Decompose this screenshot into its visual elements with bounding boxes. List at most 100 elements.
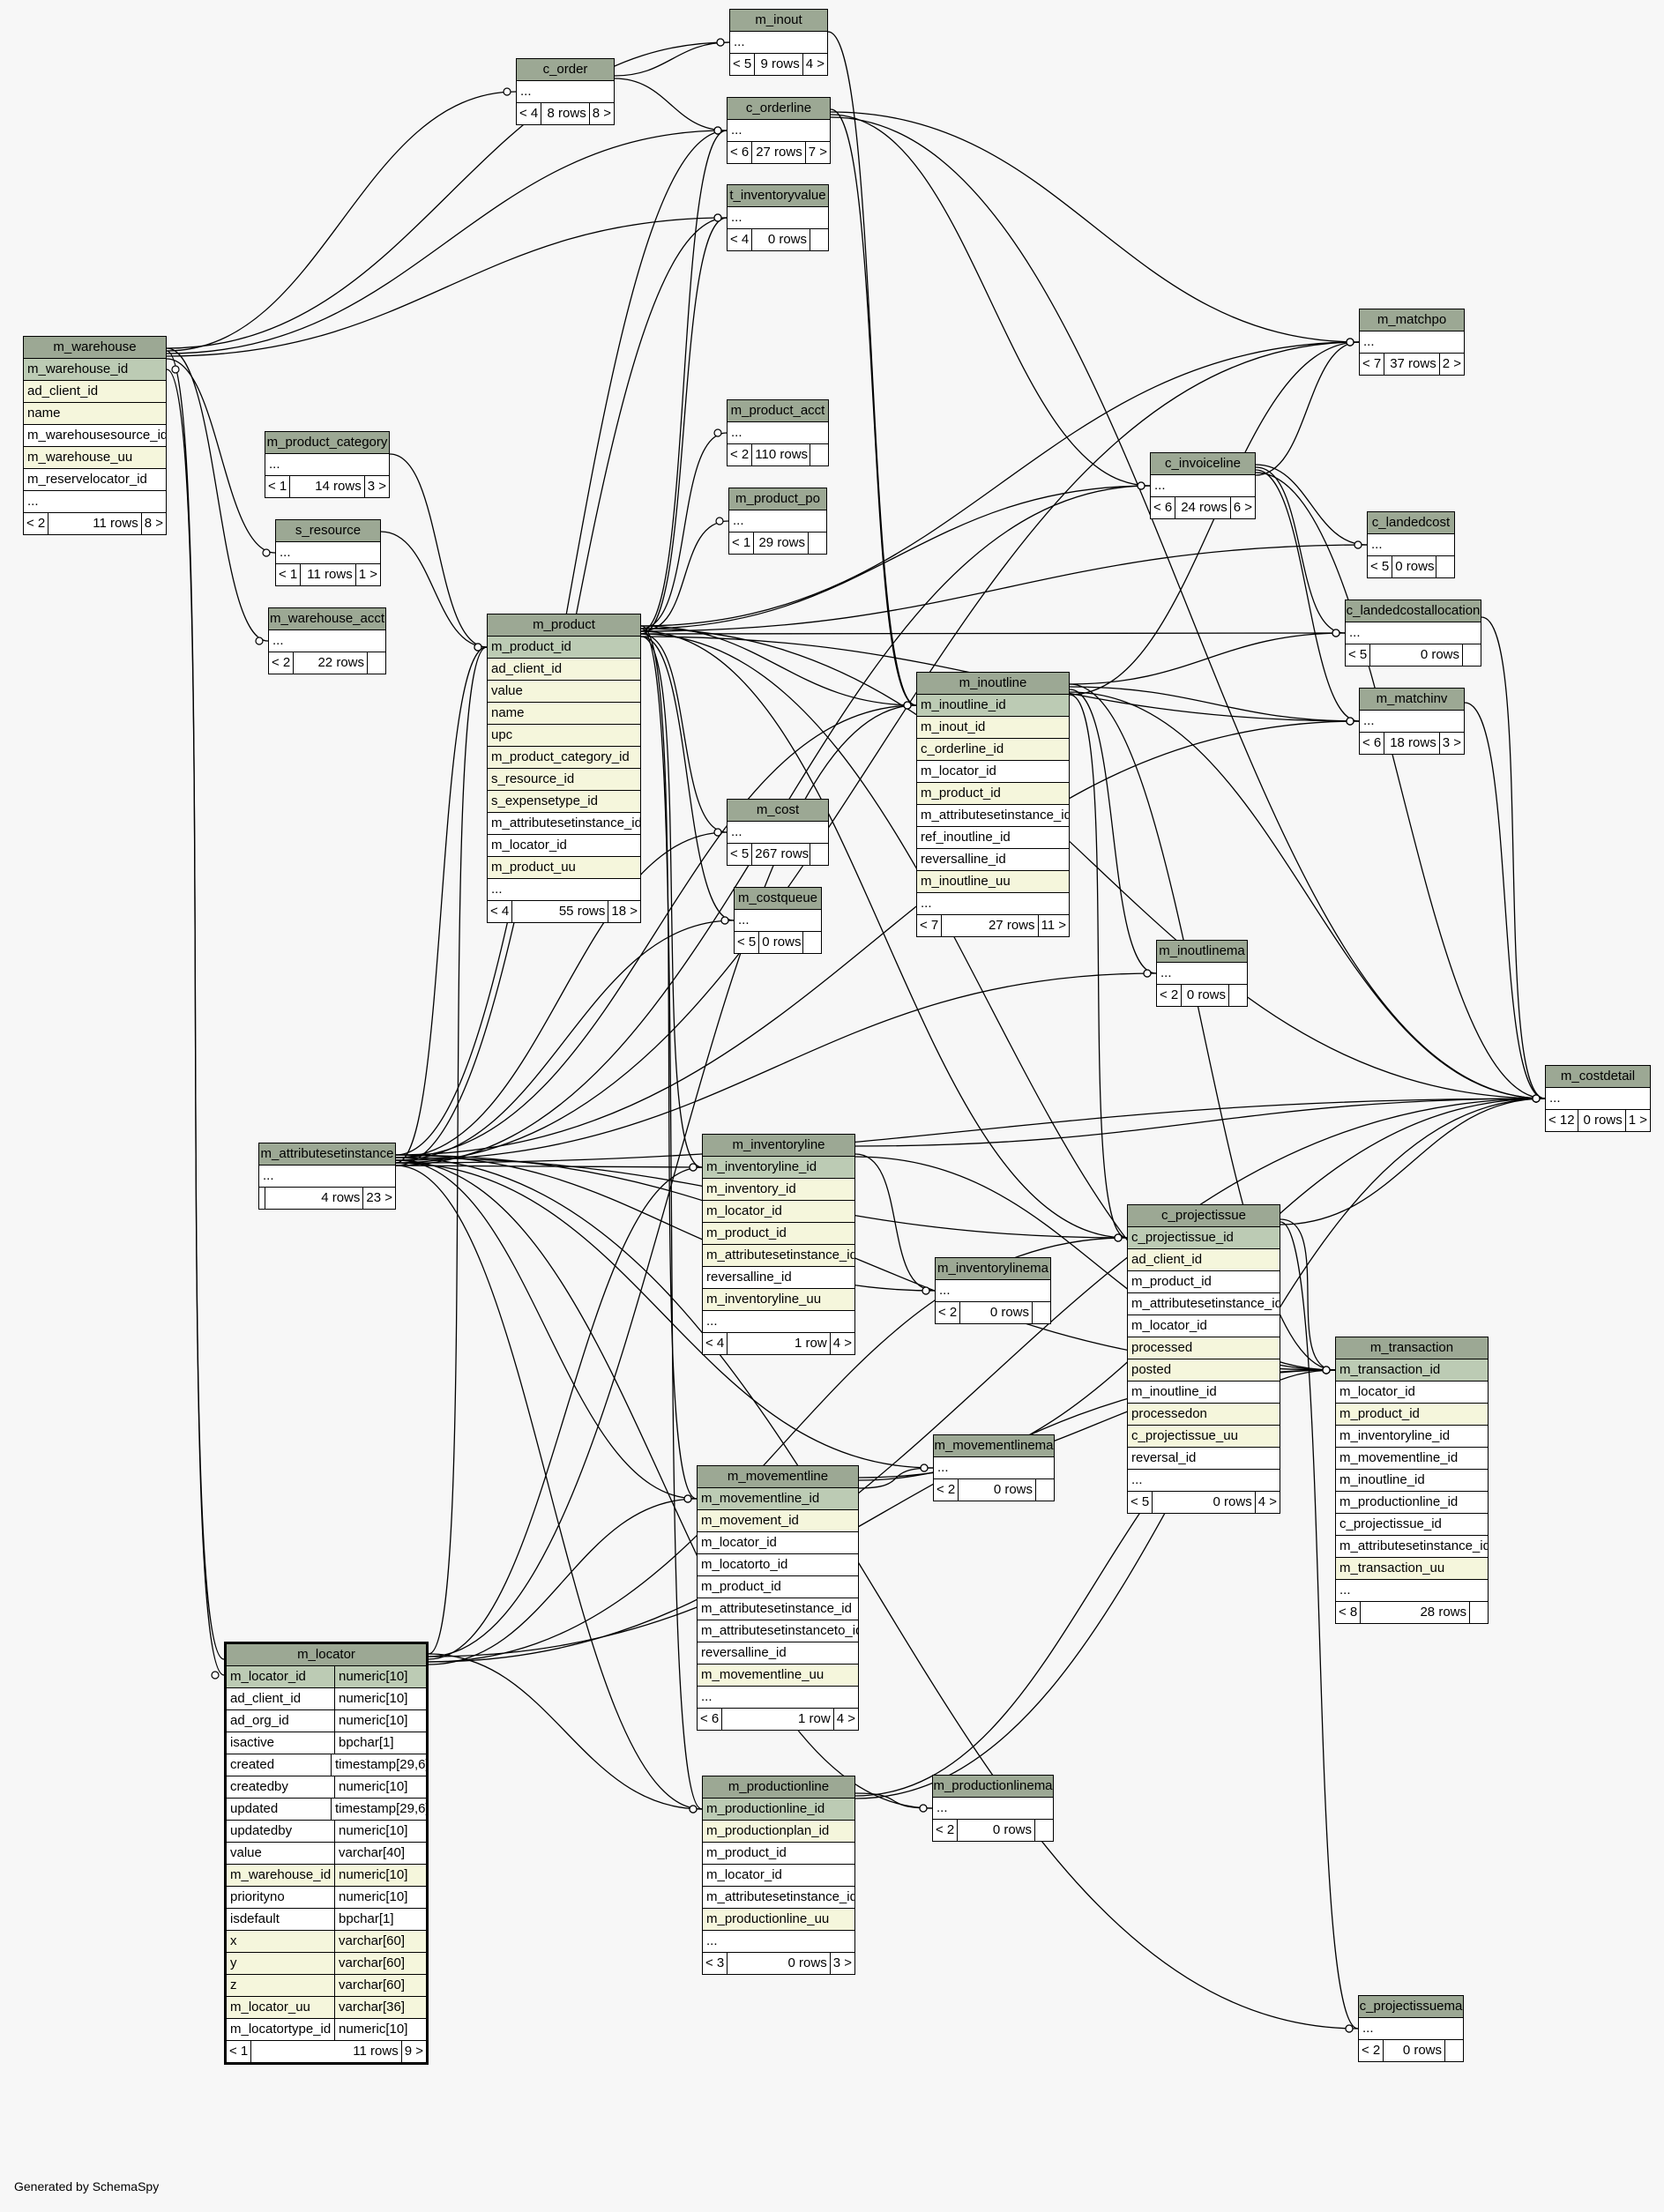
table-column[interactable]: m_locator_id: [488, 835, 640, 857]
table-column[interactable]: ad_client_id: [1128, 1249, 1280, 1271]
table-column[interactable]: ...: [1368, 534, 1454, 556]
table-column[interactable]: m_movement_id: [698, 1510, 858, 1532]
table-title[interactable]: m_movementline: [698, 1466, 858, 1488]
table-title[interactable]: m_matchinv: [1360, 689, 1464, 711]
parents-count[interactable]: < 2: [1157, 985, 1183, 1006]
table-column[interactable]: m_locator_id: [703, 1865, 854, 1887]
table-column[interactable]: ...: [728, 822, 828, 844]
table-title[interactable]: c_invoiceline: [1151, 453, 1255, 475]
parents-count[interactable]: < 5: [730, 54, 756, 75]
table-title[interactable]: m_locator: [227, 1644, 426, 1666]
table-column[interactable]: c_projectissue_uu: [1128, 1426, 1280, 1448]
table-title[interactable]: m_inventoryline: [703, 1135, 854, 1157]
table-title[interactable]: m_movementlinema: [934, 1435, 1054, 1457]
table-column[interactable]: m_attributesetinstanceto_id: [698, 1620, 858, 1642]
children-count[interactable]: 9 >: [404, 2044, 423, 2059]
table-column[interactable]: ...: [728, 422, 828, 444]
children-count[interactable]: [1463, 644, 1481, 666]
table-column[interactable]: ...: [488, 879, 640, 901]
table-column[interactable]: m_attributesetinstance_id: [698, 1598, 858, 1620]
table-column[interactable]: ...: [1359, 2018, 1463, 2040]
parents-count[interactable]: < 2: [1359, 2040, 1384, 2061]
table-column[interactable]: ad_client_id: [488, 659, 640, 681]
children-count[interactable]: [1445, 2040, 1463, 2061]
table-column[interactable]: m_locator_id: [698, 1532, 858, 1554]
table-column[interactable]: m_locatorto_id: [698, 1554, 858, 1576]
table-column[interactable]: ...: [728, 207, 828, 229]
children-count[interactable]: 7 >: [808, 145, 827, 160]
table-column[interactable]: m_warehouse_uu: [24, 447, 166, 469]
table-column[interactable]: m_inoutline_uu: [917, 871, 1069, 893]
children-count[interactable]: [810, 229, 828, 250]
table-column[interactable]: reversalline_id: [917, 849, 1069, 871]
table-column[interactable]: processedon: [1128, 1404, 1280, 1426]
table-column[interactable]: m_product_id: [1336, 1404, 1488, 1426]
table-title[interactable]: m_productionline: [703, 1776, 854, 1799]
parents-count[interactable]: < 5: [1368, 556, 1393, 577]
table-column[interactable]: reversalline_id: [703, 1267, 854, 1289]
table-column[interactable]: m_inoutline_id: [1128, 1382, 1280, 1404]
table-column[interactable]: m_movementline_id: [698, 1488, 858, 1510]
table-title[interactable]: m_costqueue: [735, 888, 821, 910]
table-title[interactable]: c_projectissuema: [1359, 1996, 1463, 2018]
table-column[interactable]: ...: [698, 1687, 858, 1709]
table-column[interactable]: reversalline_id: [698, 1642, 858, 1665]
children-count[interactable]: 8 >: [144, 516, 163, 531]
table-column[interactable]: ...: [917, 893, 1069, 915]
table-column[interactable]: m_movementline_id: [1336, 1448, 1488, 1470]
parents-count[interactable]: < 6: [1151, 497, 1176, 518]
children-count[interactable]: 4 >: [836, 1711, 855, 1726]
children-count[interactable]: [810, 444, 828, 465]
children-count[interactable]: 2 >: [1442, 356, 1461, 371]
table-title[interactable]: m_inoutlinema: [1157, 941, 1247, 963]
parents-count[interactable]: [259, 1188, 265, 1209]
children-count[interactable]: 3 >: [832, 1955, 852, 1970]
table-column[interactable]: c_orderline_id: [917, 739, 1069, 761]
table-column[interactable]: ...: [933, 1798, 1053, 1820]
children-count[interactable]: 4 >: [805, 56, 825, 71]
table-column[interactable]: ...: [728, 120, 830, 142]
table-column[interactable]: s_resource_id: [488, 769, 640, 791]
table-title[interactable]: m_costdetail: [1546, 1066, 1650, 1088]
table-title[interactable]: m_productionlinema: [933, 1776, 1053, 1798]
table-column[interactable]: m_product_category_id: [488, 747, 640, 769]
table-column[interactable]: m_transaction_id: [1336, 1359, 1488, 1382]
table-column[interactable]: ...: [1360, 711, 1464, 733]
children-count[interactable]: 3 >: [1442, 735, 1461, 750]
table-column[interactable]: ...: [1346, 622, 1481, 644]
table-column[interactable]: ref_inoutline_id: [917, 827, 1069, 849]
table-column[interactable]: m_attributesetinstance_id: [703, 1887, 854, 1909]
children-count[interactable]: 1 >: [358, 567, 377, 582]
table-column[interactable]: ...: [1157, 963, 1247, 985]
table-title[interactable]: c_orderline: [728, 98, 830, 120]
table-column[interactable]: m_inout_id: [917, 717, 1069, 739]
table-column[interactable]: ad_client_id: [24, 381, 166, 403]
table-title[interactable]: m_attributesetinstance: [259, 1143, 395, 1166]
table-column[interactable]: m_transaction_uu: [1336, 1558, 1488, 1580]
table-column[interactable]: c_projectissue_id: [1128, 1227, 1280, 1249]
table-column[interactable]: m_inoutline_id: [1336, 1470, 1488, 1492]
table-column[interactable]: name: [488, 703, 640, 725]
parents-count[interactable]: < 2: [936, 1302, 961, 1323]
table-column[interactable]: m_inventoryline_id: [1336, 1426, 1488, 1448]
table-column[interactable]: ...: [24, 491, 166, 513]
table-column[interactable]: m_warehousesource_id: [24, 425, 166, 447]
table-column[interactable]: ...: [265, 454, 389, 476]
